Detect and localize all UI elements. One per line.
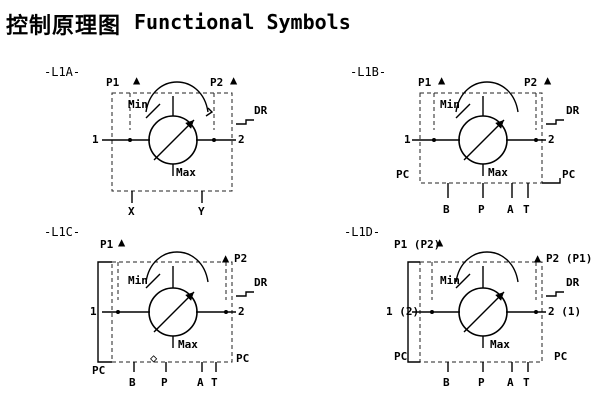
bottom-port-x: X — [128, 205, 135, 218]
pressure-triangle-icon: ▲ — [534, 251, 542, 265]
port-label-1: 1 — [404, 133, 411, 146]
pc-right-label: PC — [554, 350, 567, 363]
panel-id: -L1D- — [344, 225, 380, 239]
port-label-p1: P1 — [106, 76, 120, 89]
port-label-p2: P2 — [524, 76, 537, 89]
drain-label: DR — [254, 104, 268, 117]
pressure-triangle-icon: ▲ — [544, 73, 552, 87]
port-label-1: 1 — [92, 133, 99, 146]
max-label: Max — [178, 338, 198, 351]
max-label: Max — [176, 166, 196, 179]
bottom-port-p: P — [161, 376, 168, 389]
bottom-port-p: P — [478, 376, 485, 389]
bottom-port-b: B — [129, 376, 136, 389]
port-label-p2: P2 (P1) — [546, 252, 592, 265]
pressure-triangle-icon: ▲ — [222, 251, 230, 265]
panel-l1d: -L1D- P1 (P2) ▲ ▲ P2 (P1) Min Max DR 1 (… — [344, 225, 592, 389]
page-title-english: Functional Symbols — [134, 10, 351, 34]
min-label: Min — [440, 98, 460, 111]
bottom-port-t: T — [523, 203, 530, 216]
drain-label: DR — [566, 276, 580, 289]
port-label-2: 2 — [548, 133, 555, 146]
max-label: Max — [488, 166, 508, 179]
pc-left-label: PC — [394, 350, 407, 363]
min-label: Min — [440, 274, 460, 287]
page-title-chinese: 控制原理图 — [6, 14, 122, 39]
port-label-p1: P1 (P2) — [394, 238, 440, 251]
port-label-p1: P1 — [418, 76, 432, 89]
pressure-triangle-icon: ▲ — [436, 235, 444, 249]
port-label-p2: P2 — [210, 76, 223, 89]
min-label: Min — [128, 98, 148, 111]
port-label-p1: P1 — [100, 238, 114, 251]
max-label: Max — [490, 338, 510, 351]
port-label-2: 2 (1) — [548, 305, 581, 318]
min-label: Min — [128, 274, 148, 287]
bottom-port-b: B — [443, 376, 450, 389]
pc-right-label: PC — [236, 352, 249, 365]
panel-id: -L1B- — [350, 65, 386, 79]
panel-l1a: -L1A- P1 ▲ P2 ▲ Min Max DR 1 2 X Y — [44, 65, 268, 218]
bottom-port-a: A — [197, 376, 204, 389]
bottom-port-t: T — [211, 376, 218, 389]
port-label-2: 2 — [238, 305, 245, 318]
pressure-triangle-icon: ▲ — [438, 73, 446, 87]
pressure-triangle-icon: ▲ — [230, 73, 238, 87]
bottom-port-p: P — [478, 203, 485, 216]
panel-l1b: -L1B- P1 ▲ P2 ▲ Min Max DR 1 2 PC PC B P… — [350, 65, 580, 216]
bottom-port-a: A — [507, 203, 514, 216]
bottom-port-a: A — [507, 376, 514, 389]
check-valve-icon: ◇ — [150, 351, 158, 365]
panel-id: -L1A- — [44, 65, 80, 79]
port-label-1: 1 (2) — [386, 305, 419, 318]
pressure-triangle-icon: ▲ — [118, 235, 126, 249]
port-label-2: 2 — [238, 133, 245, 146]
bottom-port-b: B — [443, 203, 450, 216]
bottom-port-t: T — [523, 376, 530, 389]
pc-left-label: PC — [396, 168, 409, 181]
pc-left-label: PC — [92, 364, 105, 377]
port-label-p2: P2 — [234, 252, 247, 265]
drain-label: DR — [566, 104, 580, 117]
panel-l1c: -L1C- P1 ▲ ▲ P2 Min Max DR 1 2 ◇ PC PC B… — [44, 225, 268, 389]
drain-label: DR — [254, 276, 268, 289]
bottom-port-y: Y — [198, 205, 205, 218]
panel-id: -L1C- — [44, 225, 80, 239]
pressure-triangle-icon: ▲ — [133, 73, 141, 87]
port-label-1: 1 — [90, 305, 97, 318]
pc-right-label: PC — [562, 168, 575, 181]
